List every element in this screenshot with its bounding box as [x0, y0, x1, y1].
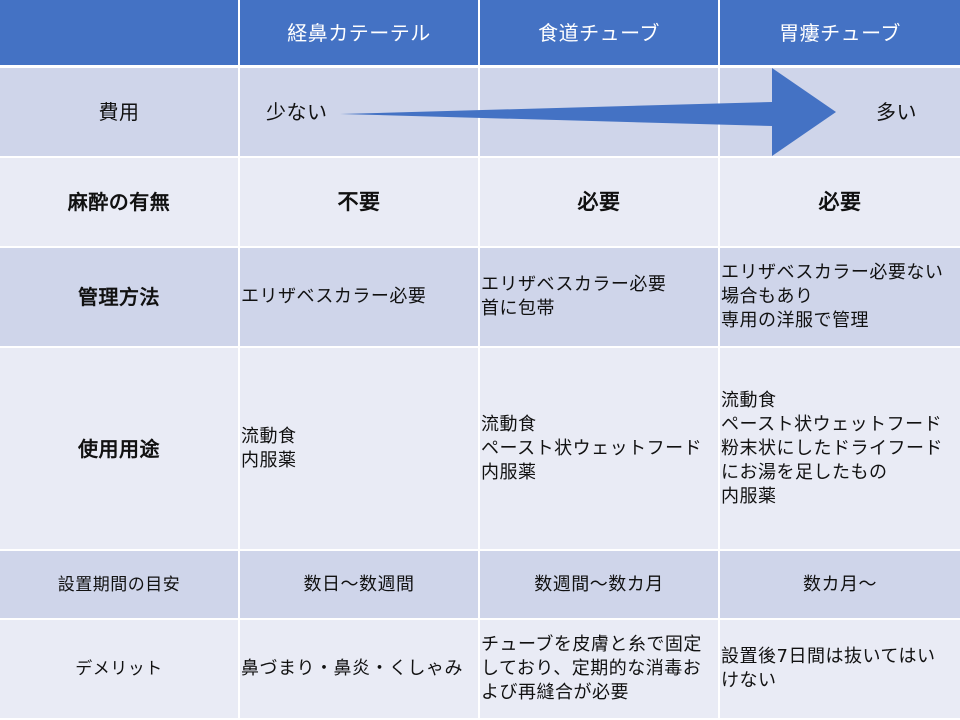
- usage-esophageal: 流動食 ペースト状ウェットフード 内服薬: [480, 348, 720, 551]
- management-nasal: エリザベスカラー必要: [240, 248, 480, 348]
- management-esophageal: エリザベスカラー必要 首に包帯: [480, 248, 720, 348]
- anesthesia-gastrostomy: 必要: [720, 158, 960, 248]
- row-label-period: 設置期間の目安: [0, 551, 240, 620]
- header-gastrostomy-tube: 胃瘻チューブ: [720, 0, 960, 68]
- demerit-gastrostomy: 設置後7日間は抜いてはい けない: [720, 620, 960, 720]
- row-label-demerit: デメリット: [0, 620, 240, 720]
- period-gastrostomy: 数カ月～: [720, 551, 960, 620]
- header-corner: [0, 0, 240, 68]
- period-esophageal: 数週間～数カ月: [480, 551, 720, 620]
- demerit-nasal: 鼻づまり・鼻炎・くしゃみ: [240, 620, 480, 720]
- demerit-esophageal: チューブを皮膚と糸で固定 しており、定期的な消毒お よび再縫合が必要: [480, 620, 720, 720]
- row-label-usage: 使用用途: [0, 348, 240, 551]
- row-label-management: 管理方法: [0, 248, 240, 348]
- header-nasal-catheter: 経鼻カテーテル: [240, 0, 480, 68]
- cost-high-label: 多い: [876, 100, 917, 124]
- usage-gastrostomy: 流動食 ペースト状ウェットフード 粉末状にしたドライフード にお湯を足したもの …: [720, 348, 960, 551]
- period-nasal: 数日～数週間: [240, 551, 480, 620]
- cost-arrow-icon: [340, 68, 836, 156]
- header-esophageal-tube: 食道チューブ: [480, 0, 720, 68]
- cost-low-label: 少ない: [266, 100, 328, 124]
- usage-nasal: 流動食 内服薬: [240, 348, 480, 551]
- row-label-cost: 費用: [0, 68, 240, 158]
- row-label-anesthesia: 麻酔の有無: [0, 158, 240, 248]
- cost-arrow-cell: 少ない 多い: [240, 68, 960, 158]
- anesthesia-nasal: 不要: [240, 158, 480, 248]
- management-gastrostomy: エリザベスカラー必要ない 場合もあり 専用の洋服で管理: [720, 248, 960, 348]
- anesthesia-esophageal: 必要: [480, 158, 720, 248]
